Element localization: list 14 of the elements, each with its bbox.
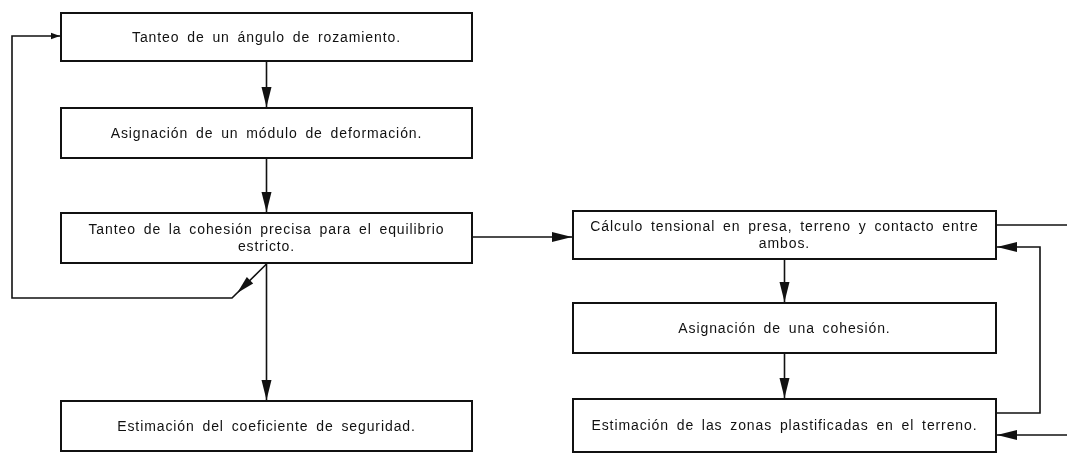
- step-text: Cálculo tensional en presa, terreno y contacto entre ambos.: [589, 218, 980, 252]
- process-box: [60, 212, 473, 264]
- step-text: Tanteo de un ángulo de rozamiento.: [132, 28, 401, 46]
- step-text: Tanteo de la cohesión precisa para el equilibrio estricto.: [87, 221, 446, 255]
- process-box: [60, 12, 473, 62]
- step-text: Estimación de las zonas plastificadas en el terreno.: [591, 417, 978, 434]
- process-box: [572, 398, 997, 453]
- step-text: Estimación del coeficiente de seguridad.: [117, 417, 416, 435]
- step-text: Asignación de un módulo de deformación.: [110, 124, 423, 142]
- step-text: Asignación de una cohesión.: [678, 319, 891, 337]
- process-box: [60, 400, 473, 452]
- process-box: [572, 302, 997, 354]
- process-box: [60, 107, 473, 159]
- process-box: [572, 210, 997, 260]
